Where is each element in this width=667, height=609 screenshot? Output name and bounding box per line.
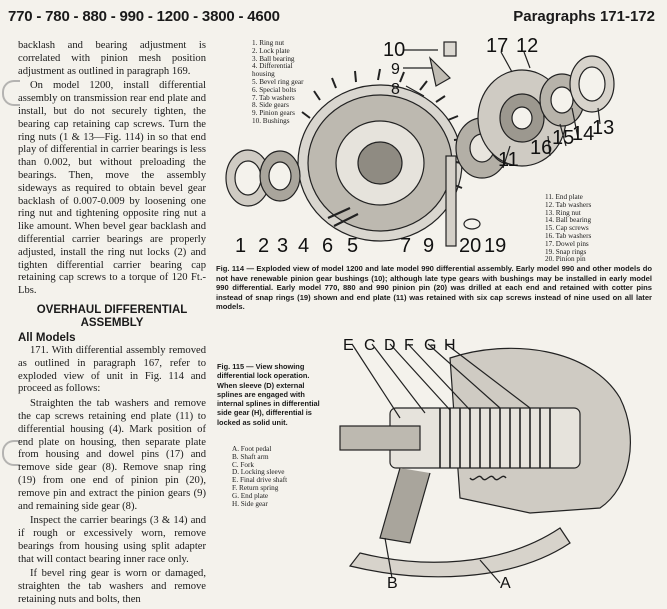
callout-3: 3 (277, 235, 289, 257)
paragraph-inspect: Inspect the carrier bearings (3 & 14) an… (18, 515, 206, 565)
fig115-legend: A. Foot pedal B. Shaft arm C. Fork D. Lo… (232, 445, 288, 508)
fig115-caption: Fig. 115 — View showing differential loc… (217, 362, 320, 427)
letter-H: H (444, 337, 456, 354)
paragraph-backlash: backlash and bearing adjustment is corre… (18, 40, 206, 77)
callout-5: 5 (347, 235, 359, 257)
section-title: OVERHAUL DIFFERENTIAL ASSEMBLY (36, 303, 188, 329)
fig115-differential-lock-illustration (339, 343, 631, 584)
fig114-legend-left: 1. Ring nut 2. Lock plate 3. Ball bearin… (252, 39, 304, 125)
subsection-title: All Models (18, 331, 76, 344)
letter-B: B (387, 575, 398, 592)
fig114-legend-right: 11. End plate 12. Tab washers 13. Ring n… (545, 193, 592, 264)
callout-10: 10 (383, 39, 406, 61)
letter-A: A (500, 575, 511, 592)
callout-1: 1 (235, 235, 247, 257)
letter-E: E (343, 337, 354, 354)
letter-F: F (404, 337, 414, 354)
callout-15: 15 (552, 127, 575, 149)
binding-mark (2, 80, 20, 106)
letter-C: C (364, 337, 376, 354)
paragraph-model-1200: On model 1200, install differential asse… (18, 80, 206, 297)
callout-17: 17 (486, 35, 509, 57)
callout-8: 8 (391, 81, 400, 98)
callout-11: 11 (498, 149, 519, 171)
fig114-exploded-view-illustration (225, 41, 615, 247)
callout-7: 7 (400, 235, 412, 257)
page-header-paragraphs: Paragraphs 171-172 (513, 8, 655, 25)
letter-G: G (424, 337, 437, 354)
callout-12: 12 (516, 35, 539, 57)
callout-9b: 9 (423, 235, 435, 257)
page-header-models: 770 - 780 - 880 - 990 - 1200 - 3800 - 46… (8, 8, 280, 25)
fig114-caption: Fig. 114 — Exploded view of model 1200 a… (216, 264, 652, 312)
callout-2: 2 (258, 235, 270, 257)
callout-19: 19 (484, 235, 507, 257)
callout-16: 16 (530, 137, 553, 159)
callout-4: 4 (298, 235, 310, 257)
callout-14: 14 (572, 123, 595, 145)
callout-6: 6 (322, 235, 334, 257)
letter-D: D (384, 337, 396, 354)
paragraph-171: 171. With differential assembly removed … (18, 344, 206, 395)
binding-mark (2, 440, 20, 466)
callout-13: 13 (592, 117, 615, 139)
callout-9: 9 (391, 61, 400, 78)
paragraph-straighten: Straighten the tab washers and remove th… (18, 398, 206, 512)
left-text-column: backlash and bearing adjustment is corre… (18, 40, 206, 609)
callout-20: 20 (459, 235, 482, 257)
paragraph-ring-gear: If bevel ring gear is worn or damaged, s… (18, 568, 206, 606)
